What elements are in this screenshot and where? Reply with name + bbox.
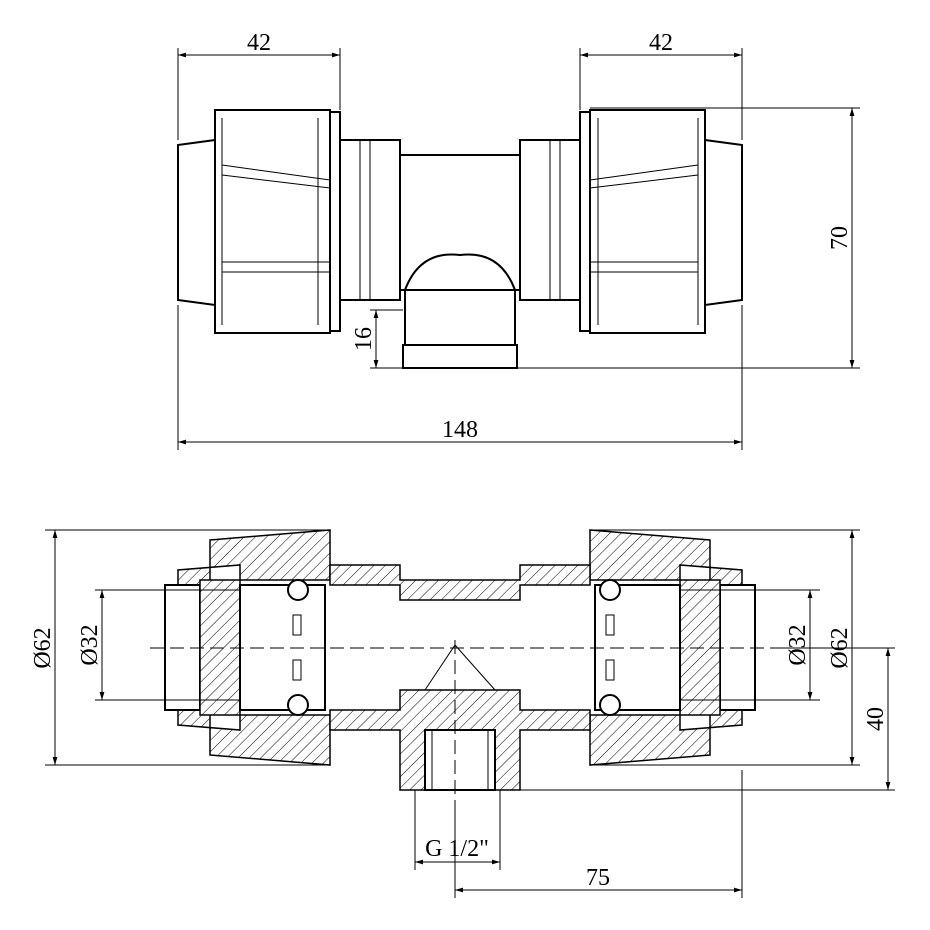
tee-body: [339, 139, 581, 369]
dim-height: 70: [827, 226, 853, 250]
dim-branch-height: 40: [863, 707, 889, 731]
dim-half-length: 75: [586, 865, 610, 891]
right-coupling-nut: [579, 109, 743, 334]
dim-inner-diameter-left: Ø32: [77, 624, 103, 665]
right-nut-section: [589, 529, 756, 766]
dim-left-width: 42: [247, 30, 271, 56]
left-nut-section: [164, 529, 331, 766]
dim-outer-diameter-right: Ø62: [827, 627, 853, 668]
top-dimensions: 42 42 70 16 148: [177, 30, 860, 450]
dim-branch: 16: [351, 327, 377, 351]
dim-outer-diameter-left: Ø62: [30, 627, 56, 668]
section-dimensions: Ø62 Ø32 Ø32 Ø62 40 G 1/2" 75: [30, 529, 895, 898]
dim-inner-diameter-right: Ø32: [785, 624, 811, 665]
section-view: Ø62 Ø32 Ø32 Ø62 40 G 1/2" 75: [30, 529, 895, 898]
left-coupling-nut: [177, 109, 341, 334]
dim-right-width: 42: [649, 30, 673, 56]
tee-body-section: [150, 564, 780, 800]
dim-thread: G 1/2": [425, 836, 489, 862]
dim-total-length: 148: [442, 417, 478, 443]
top-view: 42 42 70 16 148: [177, 30, 860, 450]
